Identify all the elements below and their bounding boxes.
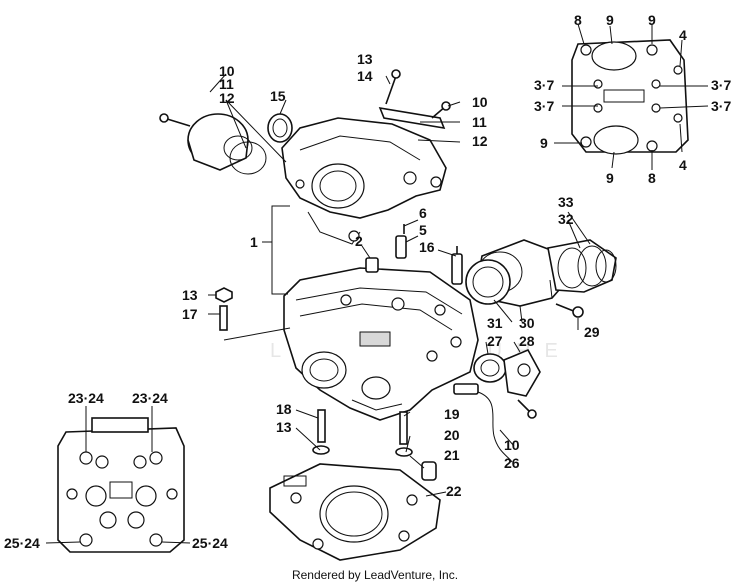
callout-11: 11 <box>219 76 234 92</box>
callout-10: 10 <box>219 63 235 79</box>
temp-sensor-wire <box>453 383 513 463</box>
valve-cover <box>281 117 447 245</box>
callout-22: 22 <box>446 483 462 499</box>
inset-leader-lines <box>554 23 709 170</box>
callout-8: 8 <box>648 170 656 186</box>
callout-4: 4 <box>679 157 687 173</box>
callout-labels: 10 11 12 15 13 14 10 11 12 6 5 2 16 1 33… <box>4 12 731 551</box>
callout-15: 15 <box>270 88 286 104</box>
intake-boot <box>465 239 567 307</box>
clamp-assembly <box>547 239 617 293</box>
cylinder-head <box>283 267 479 421</box>
callout-32: 32 <box>558 211 574 227</box>
inspection-cap-left <box>159 113 267 175</box>
callout-27: 27 <box>487 333 503 349</box>
callout-16: 16 <box>419 239 435 255</box>
callout-12: 12 <box>472 133 488 149</box>
callout-19: 19 <box>444 406 460 422</box>
bolt-29 <box>555 303 584 318</box>
inset-head-top-view <box>571 39 689 155</box>
callout-12: 12 <box>219 90 235 106</box>
callout-14: 14 <box>357 68 373 84</box>
nut-stud-left <box>215 287 233 331</box>
callout-13: 13 <box>276 419 292 435</box>
callout-23-24: 23·24 <box>132 390 168 406</box>
credit-text: Rendered by LeadVenture, Inc. <box>291 568 459 582</box>
callout-18: 18 <box>276 401 292 417</box>
callout-2: 2 <box>355 233 363 249</box>
callout-4: 4 <box>679 27 687 43</box>
leader-lines <box>208 73 591 497</box>
callout-13: 13 <box>357 51 373 67</box>
studs-lower <box>312 409 437 481</box>
callout-10: 10 <box>472 94 488 110</box>
callout-6: 6 <box>419 205 427 221</box>
callout-bracket-1 <box>262 205 290 295</box>
callout-9: 9 <box>606 170 614 186</box>
thermostat-housing <box>473 348 541 419</box>
callout-10: 10 <box>504 437 520 453</box>
o-ring-15 <box>267 113 293 143</box>
inset-bottom-leader-lines <box>45 406 191 544</box>
head-gasket <box>269 463 441 561</box>
callout-3-7: 3·7 <box>534 77 554 93</box>
spark-plug <box>451 246 463 285</box>
callout-13: 13 <box>182 287 198 303</box>
callout-21: 21 <box>444 447 460 463</box>
callout-26: 26 <box>504 455 520 471</box>
inspection-cap-right <box>378 69 451 130</box>
valve-guide <box>395 224 407 259</box>
callout-5: 5 <box>419 222 427 238</box>
callout-8: 8 <box>574 12 582 28</box>
callout-3-7: 3·7 <box>534 98 554 114</box>
callout-29: 29 <box>584 324 600 340</box>
dowel-pin <box>365 257 379 273</box>
callout-25-24: 25·24 <box>4 535 40 551</box>
callout-17: 17 <box>182 306 198 322</box>
callout-31: 31 <box>487 315 503 331</box>
callout-3-7: 3·7 <box>711 98 731 114</box>
callout-25-24: 25·24 <box>192 535 228 551</box>
callout-33: 33 <box>558 194 574 210</box>
callout-9: 9 <box>648 12 656 28</box>
callout-23-24: 23·24 <box>68 390 104 406</box>
callout-28: 28 <box>519 333 535 349</box>
callout-1: 1 <box>250 234 258 250</box>
inset-head-bottom-view <box>57 417 185 553</box>
callout-20: 20 <box>444 427 460 443</box>
callout-9: 9 <box>606 12 614 28</box>
callout-3-7: 3·7 <box>711 77 731 93</box>
callout-11: 11 <box>472 114 487 130</box>
callout-9: 9 <box>540 135 548 151</box>
callout-30: 30 <box>519 315 535 331</box>
